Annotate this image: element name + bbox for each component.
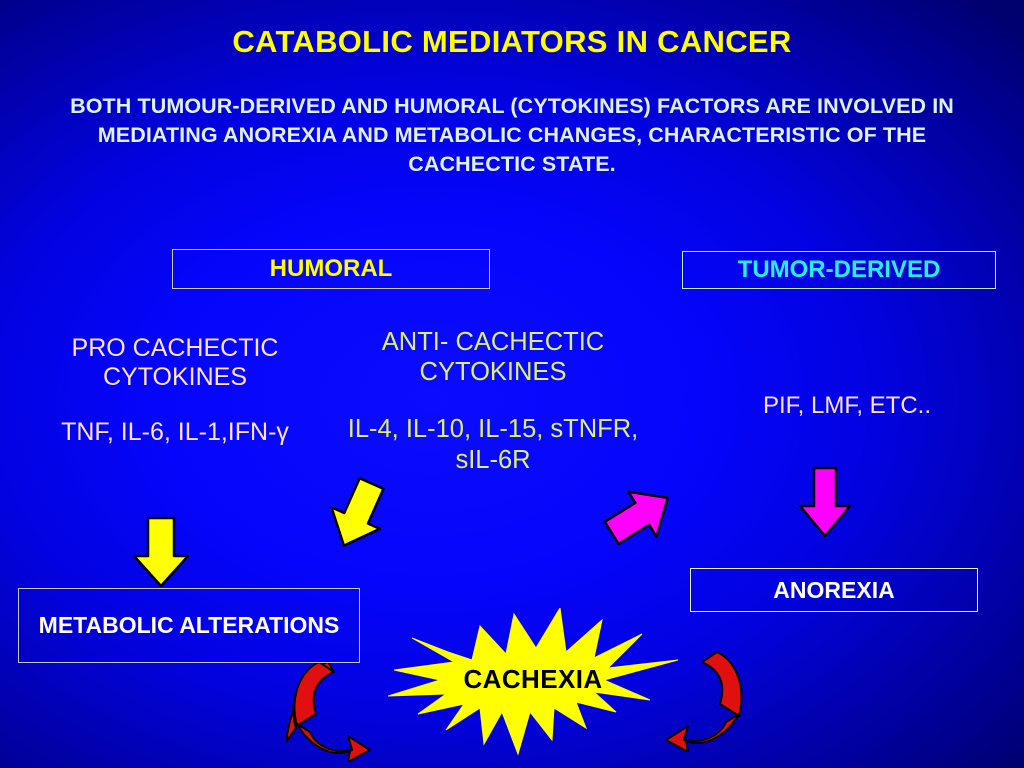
tumor-derived-label: TUMOR-DERIVED xyxy=(737,256,941,283)
anti-cachectic-cytokines-list: IL-4, IL-10, IL-15, sTNFR, sIL-6R xyxy=(347,415,639,474)
humoral-label: HUMORAL xyxy=(269,255,393,282)
pro-cachectic-cytokines-list: TNF, IL-6, IL-1,IFN-γ xyxy=(61,418,289,446)
tumor-derived-factors-list: PIF, LMF, ETC.. xyxy=(762,392,932,419)
slide-subtitle: BOTH TUMOUR-DERIVED AND HUMORAL (CYTOKIN… xyxy=(70,94,954,176)
cachexia-burst-shape xyxy=(387,606,679,763)
arrow-yellow-down-icon xyxy=(128,516,192,593)
arrow-yellow-down-left-icon xyxy=(320,476,392,561)
page-title: CATABOLIC MEDIATORS IN CANCER xyxy=(232,24,792,59)
arrow-red-curved-down-left-icon xyxy=(664,648,750,757)
arrow-magenta-down-icon xyxy=(796,466,854,543)
metabolic-alterations-box: METABOLIC ALTERATIONS xyxy=(18,588,360,663)
anorexia-label: ANOREXIA xyxy=(773,576,895,603)
arrow-magenta-down-right-icon xyxy=(600,476,680,557)
tumor-derived-header-box: TUMOR-DERIVED xyxy=(682,251,996,289)
pro-cachectic-cytokines-title: PRO CACHECTIC CYTOKINES xyxy=(71,334,279,391)
anti-cachectic-cytokines-title: ANTI- CACHECTIC CYTOKINES xyxy=(381,328,605,386)
humoral-header-box: HUMORAL xyxy=(172,249,490,289)
metabolic-alterations-label: METABOLIC ALTERATIONS xyxy=(38,612,340,639)
arrow-red-curved-down-right-icon xyxy=(285,658,372,767)
anorexia-box: ANOREXIA xyxy=(690,568,978,612)
